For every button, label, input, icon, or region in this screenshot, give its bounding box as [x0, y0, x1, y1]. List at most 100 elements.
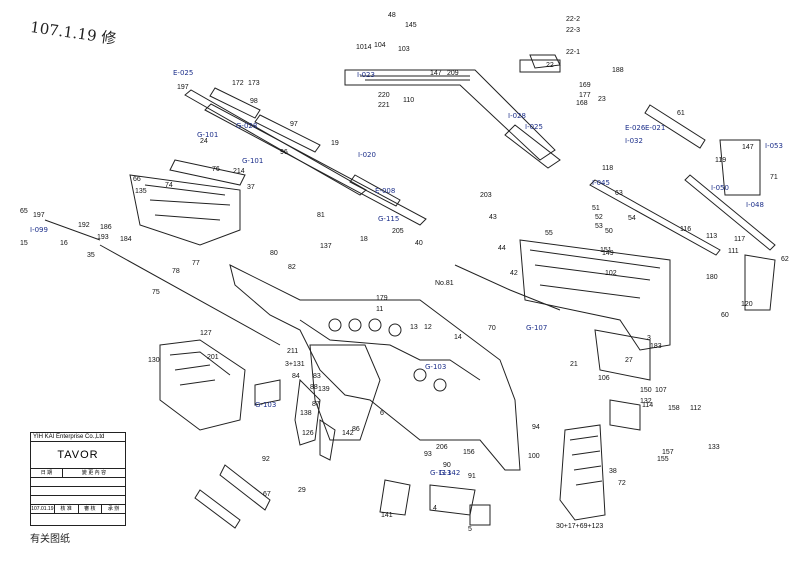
part-number-label: 192 [78, 222, 90, 229]
barrel [184, 87, 427, 226]
part-number-label: 169 [579, 82, 591, 89]
part-number-label: 88 [310, 384, 318, 391]
part-number-label: 130 [148, 357, 160, 364]
part-number-label: 72 [618, 480, 626, 487]
part-number-label: 75 [152, 289, 160, 296]
part-number-label: 24 [200, 138, 208, 145]
reference-code-label: E-008 [375, 187, 396, 195]
part-number-label: 5 [468, 526, 472, 533]
part-number-label: 3+131 [285, 361, 305, 368]
part-number-label: 91 [468, 473, 476, 480]
reference-code-label: G-103 [255, 401, 277, 409]
part-number-label: 205 [392, 228, 404, 235]
part-number-label: 151 [600, 247, 612, 254]
signature-row: 107.01.19 核 准 審 核 承 辦 [31, 505, 125, 514]
part-number-label: 14 [454, 334, 462, 341]
callout-spring-1: 22-1 [566, 49, 581, 56]
part-number-label: 50 [605, 228, 613, 235]
footer-date: 107.01.19 [31, 505, 55, 513]
part-number-label: 221 [378, 102, 390, 109]
blank-row [31, 487, 125, 496]
part-number-label: 16 [60, 240, 68, 247]
part-number-label: 61 [677, 110, 685, 117]
part-number-label: 35 [87, 252, 95, 259]
part-number-label: 214 [233, 168, 245, 175]
part-number-label: 66 [133, 176, 141, 183]
part-number-label: 15 [20, 240, 28, 247]
part-number-label: 54 [628, 215, 636, 222]
reference-code-label: G-103 [425, 363, 447, 371]
part-number-label: 19 [331, 140, 339, 147]
part-number-label: 177 [579, 92, 591, 99]
part-number-label: 104 [374, 42, 386, 49]
part-number-label: 62 [781, 256, 789, 263]
header-row: 日 期 變 更 內 容 [31, 469, 125, 478]
part-number-label: 107 [655, 387, 667, 394]
part-number-label: 147 [430, 70, 442, 77]
reference-code-label: E-021 [645, 124, 666, 132]
callout-magazine: 30+17+69+123 [556, 523, 604, 530]
reference-code-label: I-053 [765, 142, 783, 150]
part-number-label: 142 [342, 430, 354, 437]
col-change: 變 更 內 容 [81, 470, 107, 476]
part-number-label: 184 [120, 236, 132, 243]
title-block: YIH KAI Enterprise Co.,Ltd TAVOR 日 期 變 更… [30, 432, 126, 526]
part-number-label: 149 [602, 250, 614, 257]
part-number-label: 156 [463, 449, 475, 456]
part-number-label: 40 [415, 240, 423, 247]
part-number-label: 172 [232, 80, 244, 87]
part-number-label: 147 [742, 144, 754, 151]
part-number-label: 27 [625, 357, 633, 364]
part-number-label: 87 [312, 401, 320, 408]
part-number-label: 63 [615, 190, 623, 197]
part-number-label: 67 [263, 491, 271, 498]
model-name: TAVOR [31, 442, 125, 469]
part-number-label: 90 [443, 462, 451, 469]
part-number-label: 103 [398, 46, 410, 53]
part-number-label: 97 [290, 121, 298, 128]
reference-code-label: I-023 [357, 71, 375, 79]
part-number-label: 197 [33, 212, 45, 219]
part-number-label: 180 [706, 274, 718, 281]
callout-spring-3: 22-3 [566, 27, 581, 34]
part-number-label: 42 [510, 270, 518, 277]
reference-code-label: I-050 [711, 184, 729, 192]
reference-code-label: E-025 [173, 69, 194, 77]
reference-code-label: G-113 [430, 469, 452, 477]
part-number-label: 201 [207, 354, 219, 361]
blank-row [31, 478, 125, 487]
part-number-label: 51 [592, 205, 600, 212]
guide-rods [44, 179, 721, 346]
part-number-label: 13 [410, 324, 418, 331]
part-number-label: 98 [250, 98, 258, 105]
part-number-label: 29 [298, 487, 306, 494]
part-number-label: 168 [576, 100, 588, 107]
part-number-label: 145 [405, 22, 417, 29]
small-parts [194, 379, 491, 529]
butt-pad [744, 254, 776, 311]
part-number-label: 186 [100, 224, 112, 231]
reference-code-label: I-020 [358, 151, 376, 159]
part-number-label: 150 [640, 387, 652, 394]
top-rail [344, 59, 561, 169]
part-number-label: 126 [302, 430, 314, 437]
reference-code-label: G-115 [378, 215, 400, 223]
charging-handle-assembly [129, 159, 246, 246]
part-number-label: 60 [721, 312, 729, 319]
callout-spring-2: 22-2 [566, 16, 581, 23]
reference-code-label: I-032 [625, 137, 643, 145]
part-number-label: 52 [595, 214, 603, 221]
part-number-label: 1014 [356, 44, 372, 51]
part-number-label: 137 [320, 243, 332, 250]
part-number-label: 102 [605, 270, 617, 277]
part-number-label: 127 [200, 330, 212, 337]
part-number-label: 155 [657, 456, 669, 463]
part-number-label: 94 [532, 424, 540, 431]
part-number-label: 38 [609, 468, 617, 475]
lower-receiver-right [519, 239, 671, 351]
part-number-label: 81 [317, 212, 325, 219]
col-approve: 核 准 [55, 505, 79, 513]
col-draw: 承 辦 [107, 506, 120, 512]
part-number-label: 37 [247, 184, 255, 191]
